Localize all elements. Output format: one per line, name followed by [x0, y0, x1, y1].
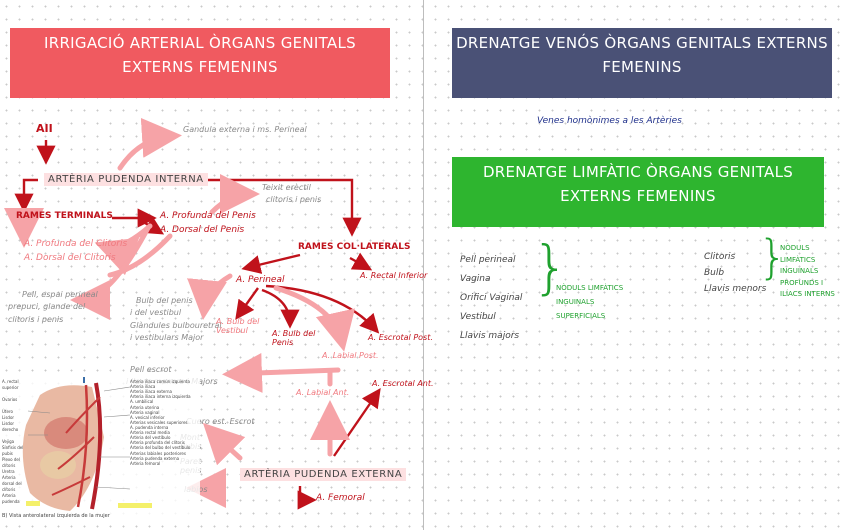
- figure-caption: B) Vista anterolateral izquierda de la m…: [2, 514, 110, 520]
- lymph-list-2: Clitoris Bulb Llavis menors: [704, 249, 766, 297]
- anatomy-labels-right: Arteria iliaca común izquierda Arteria i…: [130, 379, 198, 466]
- pell-escrot: Pell escrot: [130, 366, 172, 375]
- rames-collaterals: RAMES COL·LATERALS: [298, 243, 410, 253]
- nodes-list-2: NÒDULS LIMFÀTICS INGUINALS PROFUNDS I IL…: [780, 243, 835, 301]
- labial-ant: A. Labial Ant.: [296, 389, 349, 398]
- dorsal-clitoris: A. Dorsal del Clitoris: [24, 254, 116, 264]
- anatomy-label: Ovarios: [2, 397, 28, 403]
- glandules: Glàndules bulbouretral: [130, 322, 222, 331]
- arteria-pudenda-externa: ARTÈRIA PUDENDA EXTERNA: [240, 468, 406, 481]
- rames-terminals: RAMES TERMINALS: [16, 212, 113, 222]
- clitoris-i-penis: clitoris i penis: [266, 196, 321, 205]
- venous-title-banner: DRENATGE VENÓS ÒRGANS GENITALS EXTERNS F…: [452, 28, 832, 98]
- list-item: Llavis menors: [704, 281, 766, 297]
- venous-title-line1: DRENATGE VENÓS ÒRGANS GENITALS EXTERNS: [452, 31, 832, 55]
- list-item: SUPERFICIALS: [556, 309, 623, 323]
- anatomy-label: Arteria pudenda: [2, 493, 28, 505]
- rectal-inferior: A. Rectal Inferior: [360, 272, 427, 281]
- teixit-erectil: Teixit erèctil: [262, 184, 311, 193]
- lymphatic-title-banner: DRENATGE LIMFÀTIC ÒRGANS GENITALS EXTERN…: [452, 157, 824, 227]
- list-item: LIMFÀTICS: [780, 255, 835, 267]
- nodes-list-1: NÒDULS LIMFÀTICS INGUINALS SUPERFICIALS: [556, 281, 623, 323]
- list-item: NÒDULS LIMFÀTICS: [556, 281, 623, 295]
- list-item: INGUINALS: [556, 295, 623, 309]
- lymphatic-title-line2: EXTERNS FEMENINS: [452, 184, 824, 208]
- anatomy-label: Arteria del bulbo del vestíbulo: [130, 445, 198, 450]
- del-vestibul: i del vestibul: [130, 309, 181, 318]
- list-item: NÒDULS: [780, 243, 835, 255]
- vestibulars: i vestibulars Major: [130, 334, 203, 343]
- lymphatic-title-line1: DRENATGE LIMFÀTIC ÒRGANS GENITALS: [452, 160, 824, 184]
- list-item: Bulb: [704, 265, 766, 281]
- list-item: ILÍACS INTERNS: [780, 289, 835, 301]
- list-item: PROFUNDS I: [780, 278, 835, 290]
- anatomy-label: Arteria femoral: [130, 461, 198, 466]
- list-item: Vagina: [460, 270, 522, 289]
- anatomy-label: Sínfisis del pubis: [2, 445, 28, 457]
- anatomy-label: Plexo del clítoris: [2, 457, 28, 469]
- venes-homonimes: Venes homònimes a les Artèries: [537, 117, 682, 127]
- bulb-penis: Bulb del penis: [136, 297, 193, 306]
- pell-espai: Pell, espai perineal: [22, 291, 98, 300]
- anatomy-labels-left: A. rectal superior Ovarios Útero Lisdor …: [2, 379, 28, 505]
- list-item: Orifici Vaginal: [460, 289, 522, 308]
- profunda-clitoris: A. Profunda del Clitoris: [24, 240, 127, 250]
- clitoris-i-penis-2: clitoris i penis: [8, 316, 63, 325]
- escrotal-ant: A. Escrotal Ant.: [372, 380, 434, 389]
- bulb-vestibul: A. Bulb del Vestibul: [216, 318, 276, 336]
- perineal: A. Perineal: [236, 276, 284, 286]
- femoral: A. Femoral: [316, 494, 365, 504]
- aii-label: AII: [36, 123, 53, 135]
- anatomy-figure: A. rectal superior Ovarios Útero Lisdor …: [0, 377, 200, 522]
- labial-post: A. Labial Post.: [322, 352, 379, 361]
- venous-title-line2: FEMENINS: [452, 55, 832, 79]
- gandula-label: Gandula externa i ms. Perineal: [183, 126, 307, 135]
- anatomy-label: Lisdor derecho: [2, 421, 28, 433]
- lymph-list-1: Pell perineal Vagina Orifici Vaginal Ves…: [460, 251, 522, 346]
- anatomy-label: Arteria dorsal del clítoris: [2, 475, 28, 493]
- prepuci: prepuci, glande del: [8, 303, 85, 312]
- arteria-pudenda-interna: ARTÈRIA PUDENDA INTERNA: [44, 173, 208, 186]
- dorsal-penis: A. Dorsal del Penis: [160, 226, 244, 236]
- anatomy-label: A. rectal superior: [2, 379, 28, 391]
- list-item: Clitoris: [704, 249, 766, 265]
- escrotal-post: A. Escrotal Post.: [368, 334, 433, 343]
- list-item: Pell perineal: [460, 251, 522, 270]
- bulb-penis-artery: A. Bulb del Penis: [272, 330, 322, 348]
- list-item: INGUINALS: [780, 266, 835, 278]
- profunda-penis: A. Profunda del Penis: [160, 212, 256, 222]
- list-item: Llavis majors: [460, 327, 522, 346]
- list-item: Vestibul: [460, 308, 522, 327]
